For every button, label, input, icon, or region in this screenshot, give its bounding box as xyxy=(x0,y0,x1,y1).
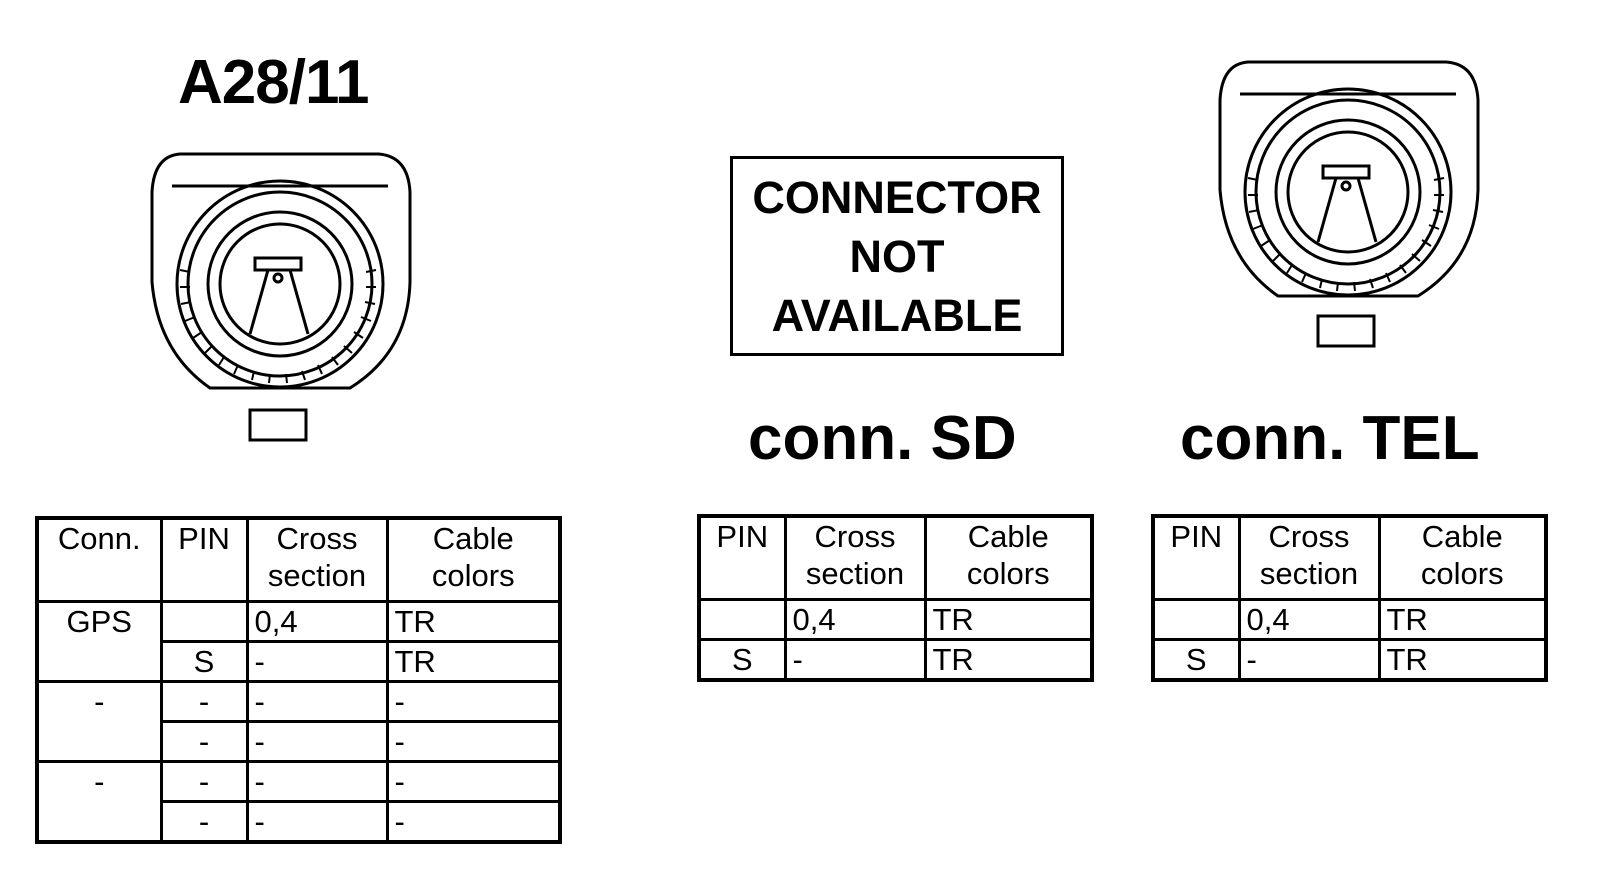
connector-housing xyxy=(1218,60,1480,298)
cross-section-cell: 0,4 xyxy=(783,598,927,641)
knurling xyxy=(1247,177,1445,292)
inner-ring xyxy=(1274,118,1422,266)
connector-latch xyxy=(248,408,308,442)
not-available-line-3: AVAILABLE xyxy=(771,289,1023,341)
center-pin-head xyxy=(1321,164,1371,180)
header-cross-section: Cross section xyxy=(783,514,927,601)
pin-cell: - xyxy=(159,800,249,844)
table-header-row: PIN Cross section Cable colors xyxy=(697,514,1094,601)
cross-section-cell: - xyxy=(245,640,389,683)
cable-color-cell: TR xyxy=(923,638,1094,682)
coax-connector-tel-drawing xyxy=(1218,60,1480,348)
conn-cell: GPS xyxy=(35,600,163,683)
cable-color-cell: TR xyxy=(1377,638,1548,682)
pin-cell xyxy=(159,600,249,643)
outer-ring xyxy=(1243,87,1453,297)
pin-leg-left xyxy=(1316,177,1338,243)
cross-section-cell: - xyxy=(245,800,389,844)
table-row: 0,4 TR xyxy=(1151,598,1548,641)
knurling xyxy=(179,269,377,384)
knurled-ring xyxy=(186,190,374,378)
pin-cell: S xyxy=(159,640,249,683)
pin-table-tel: PIN Cross section Cable colors 0,4 TR S … xyxy=(1151,514,1548,682)
center-pin-head xyxy=(253,256,303,272)
table-row: - - - xyxy=(37,800,562,844)
pin-cell: - xyxy=(159,680,249,723)
center-pin-hole xyxy=(1340,180,1352,192)
pin-leg-right xyxy=(1356,177,1378,243)
cable-color-cell: TR xyxy=(385,640,562,683)
table-header-row: PIN Cross section Cable colors xyxy=(1151,514,1548,601)
pin-cell xyxy=(697,598,787,641)
table-row: S - TR xyxy=(697,638,1094,682)
pin-cell: S xyxy=(697,638,787,682)
contact-ring xyxy=(1286,130,1410,254)
header-cable-colors: Cable colors xyxy=(1377,514,1548,601)
connector-housing xyxy=(150,152,412,390)
header-pin: PIN xyxy=(1151,514,1241,601)
cross-section-cell: - xyxy=(245,680,389,723)
cross-section-cell: - xyxy=(783,638,927,682)
table-row: S - TR xyxy=(1151,638,1548,682)
header-pin: PIN xyxy=(159,516,249,603)
header-cable-colors: Cable colors xyxy=(923,514,1094,601)
pin-leg-left xyxy=(248,269,270,335)
cross-section-cell: - xyxy=(1237,638,1381,682)
cross-section-cell: 0,4 xyxy=(245,600,389,643)
coax-connector-a2811-drawing xyxy=(150,152,412,442)
cross-section-cell: - xyxy=(245,720,389,763)
cable-color-cell: TR xyxy=(923,598,1094,641)
pin-cell: S xyxy=(1151,638,1241,682)
conn-cell: - xyxy=(35,760,163,844)
table-row: 0,4 TR xyxy=(697,598,1094,641)
connector-latch xyxy=(1316,314,1376,348)
cable-color-cell: - xyxy=(385,760,562,803)
cable-color-cell: - xyxy=(385,720,562,763)
header-pin: PIN xyxy=(697,514,787,601)
cross-section-cell: 0,4 xyxy=(1237,598,1381,641)
header-cross-section: Cross section xyxy=(245,516,389,603)
conn-cell: - xyxy=(35,680,163,763)
cable-color-cell: - xyxy=(385,680,562,723)
center-pin-hole xyxy=(272,272,284,284)
cable-color-cell: TR xyxy=(1377,598,1548,641)
cable-color-cell: TR xyxy=(385,600,562,643)
table-row: - - - - xyxy=(35,680,562,763)
header-conn: Conn. xyxy=(35,516,163,603)
inner-ring xyxy=(206,210,354,358)
cable-color-cell: - xyxy=(385,800,562,844)
not-available-line-1: CONNECTOR xyxy=(752,171,1042,223)
table-row: S - TR xyxy=(37,640,562,683)
table-row: - - - - xyxy=(35,760,562,844)
outer-ring xyxy=(175,179,385,389)
cross-section-cell: - xyxy=(245,760,389,803)
pin-cell xyxy=(1151,598,1241,641)
pin-cell: - xyxy=(159,760,249,803)
header-cable-colors: Cable colors xyxy=(385,516,562,603)
pin-leg-right xyxy=(288,269,310,335)
contact-ring xyxy=(218,222,342,346)
pin-table-sd: PIN Cross section Cable colors 0,4 TR S … xyxy=(697,514,1094,682)
connector-tel-title: conn. TEL xyxy=(1180,404,1480,473)
table-row: GPS 0,4 TR xyxy=(35,600,562,683)
connector-a2811-title: A28/11 xyxy=(178,48,370,117)
pin-table-a2811: Conn. PIN Cross section Cable colors GPS… xyxy=(35,516,562,844)
not-available-line-2: NOT xyxy=(849,230,945,282)
table-header-row: Conn. PIN Cross section Cable colors xyxy=(35,516,562,603)
connector-not-available-box: CONNECTOR NOT AVAILABLE xyxy=(730,156,1064,356)
table-row: - - - xyxy=(37,720,562,763)
pin-cell: - xyxy=(159,720,249,763)
connector-sd-title: conn. SD xyxy=(748,404,1017,473)
knurled-ring xyxy=(1254,98,1442,286)
header-cross-section: Cross section xyxy=(1237,514,1381,601)
